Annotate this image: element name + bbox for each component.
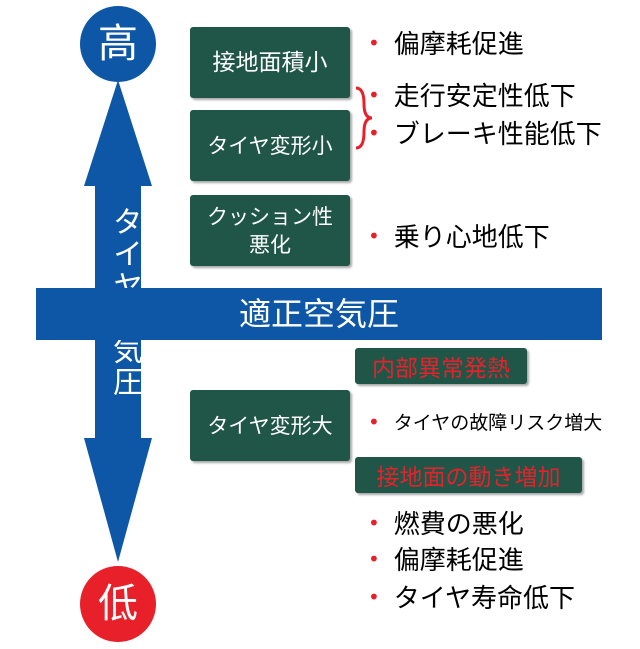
- effect-text: タイヤ寿命低下: [393, 584, 576, 614]
- effect-tire-life-drop: • タイヤ寿命低下: [368, 578, 575, 615]
- arrow-up-head: [84, 80, 152, 186]
- effect-text: ブレーキ性能低下: [393, 120, 602, 150]
- internal-heat-text: 内部異常発熱: [372, 356, 510, 382]
- bullet-dot: •: [368, 584, 380, 609]
- small-contact-area-label: 接地面積小: [212, 49, 328, 76]
- bullet-dot: •: [368, 409, 380, 434]
- small-contact-area-box: 接地面積小: [190, 27, 350, 98]
- effect-stability-drop: • 走行安定性低下: [368, 76, 576, 113]
- effect-ride-comfort-drop: • 乗り心地低下: [368, 217, 550, 254]
- effect-text: 偏摩耗促進: [393, 30, 524, 60]
- contact-movement-label: 接地面の動き増加: [355, 457, 582, 493]
- cushion-worse-label-line2: 悪化: [249, 232, 291, 257]
- large-deformation-box: タイヤ変形大: [190, 390, 350, 461]
- internal-heat-label: 内部異常発熱: [355, 348, 527, 384]
- cushion-worse-label-line1: クッション性: [207, 204, 333, 229]
- effect-text: 偏摩耗促進: [393, 546, 524, 576]
- bullet-dot: •: [368, 510, 380, 535]
- effects-bracket: [355, 86, 373, 150]
- high-circle: 高: [80, 6, 156, 82]
- cushion-worse-box: クッション性 悪化: [190, 195, 350, 266]
- bullet-dot: •: [368, 546, 380, 571]
- small-deformation-label: タイヤ変形小: [207, 133, 333, 158]
- arrow-down-head: [84, 438, 152, 562]
- effect-failure-risk: • タイヤの故障リスク増大: [368, 408, 602, 435]
- contact-movement-text: 接地面の動き増加: [376, 465, 561, 491]
- bullet-dot: •: [368, 223, 380, 248]
- effect-text: 乗り心地低下: [393, 223, 550, 253]
- effect-uneven-wear-lower: • 偏摩耗促進: [368, 540, 524, 577]
- small-deformation-box: タイヤ変形小: [190, 110, 350, 181]
- bullet-dot: •: [368, 120, 380, 145]
- low-circle: 低: [80, 566, 156, 642]
- optimal-pressure-bar: 適正空気圧: [36, 288, 602, 340]
- effect-fuel-worse: • 燃費の悪化: [368, 504, 524, 541]
- bullet-dot: •: [368, 30, 380, 55]
- effect-brake-drop: • ブレーキ性能低下: [368, 114, 602, 151]
- effect-text: タイヤの故障リスク増大: [393, 412, 603, 434]
- effect-text: 走行安定性低下: [393, 82, 576, 112]
- large-deformation-label: タイヤ変形大: [207, 413, 333, 438]
- effect-text: 燃費の悪化: [393, 510, 524, 540]
- bullet-dot: •: [368, 82, 380, 107]
- effect-uneven-wear: • 偏摩耗促進: [368, 24, 524, 61]
